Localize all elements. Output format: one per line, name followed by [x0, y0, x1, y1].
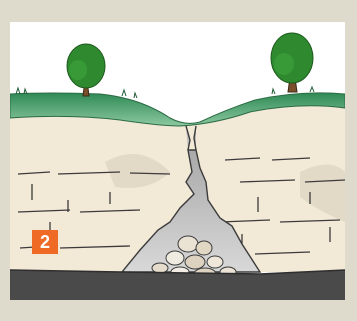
sinkhole-illustration [10, 22, 345, 300]
step-number-badge: 2 [32, 230, 58, 254]
sinkhole-diagram-panel: 2 [10, 22, 345, 300]
bedrock-layer [10, 270, 345, 300]
